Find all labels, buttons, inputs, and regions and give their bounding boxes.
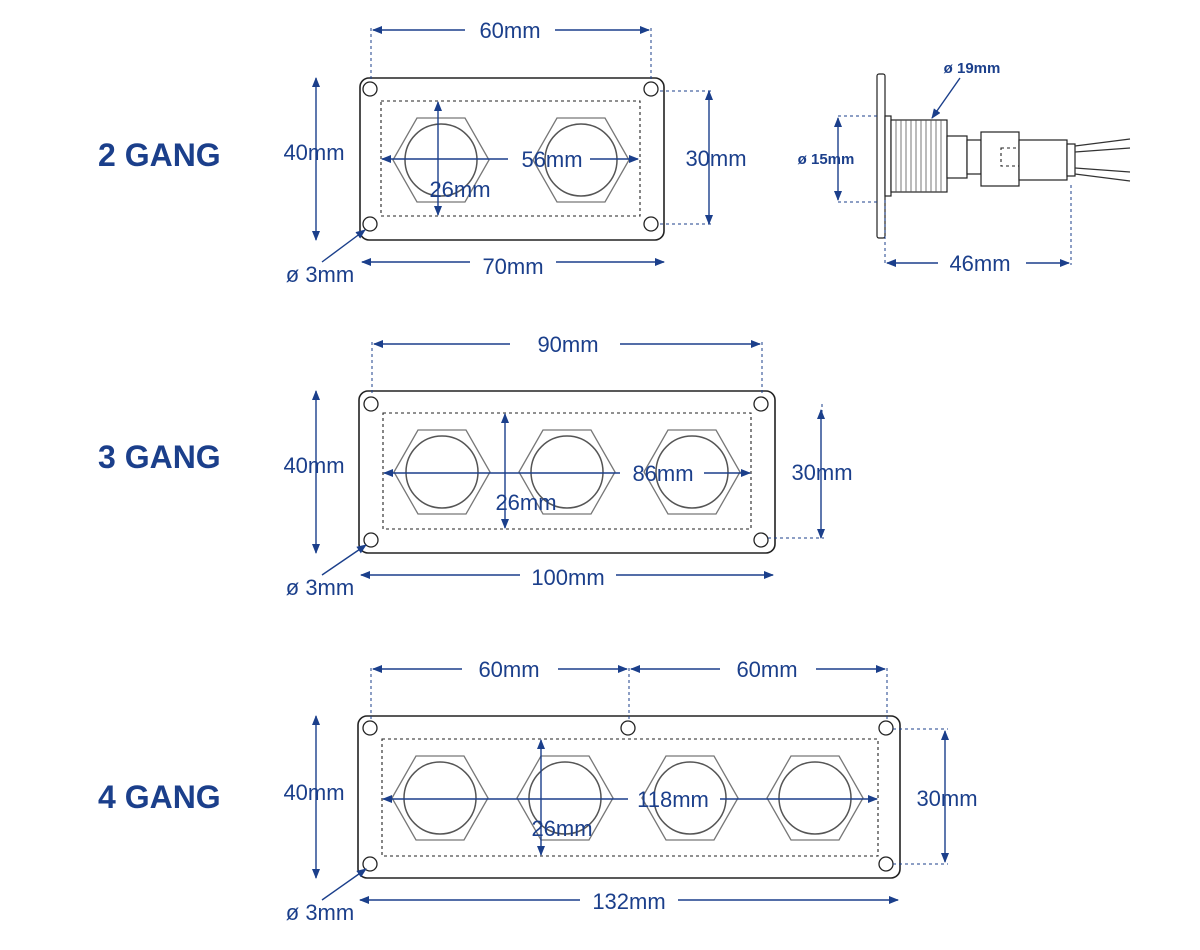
dim-length: 46mm: [949, 251, 1010, 276]
wire-exit: [1066, 143, 1076, 177]
mounting-hole: [363, 532, 379, 548]
dim-inner-span: 118mm: [637, 787, 709, 812]
mounting-hole: [362, 216, 378, 232]
mounting-hole: [643, 216, 659, 232]
mounting-hole: [753, 532, 769, 548]
mounting-hole: [753, 396, 769, 412]
dim-height: 40mm: [283, 453, 344, 478]
plate-outline: [359, 77, 665, 241]
mounting-hole: [362, 720, 378, 736]
gang-4-panel: 4 GANG 60mm 60mm 40mm 30mm 118mm: [98, 657, 978, 925]
dim-nut-size: 26mm: [495, 490, 556, 515]
mounting-hole: [362, 81, 378, 97]
gang-4-title: 4 GANG: [98, 779, 221, 815]
dim-hole-spacing-left: 60mm: [478, 657, 539, 682]
dim-plate-width: 70mm: [482, 254, 543, 279]
dim-height: 40mm: [283, 780, 344, 805]
washer: [884, 115, 892, 197]
dim-inner-span: 56mm: [521, 147, 582, 172]
gang-2-panel: 2 GANG 60mm 40mm 30mm 56mm 26mm 70mm: [98, 18, 747, 287]
dim-hole-diameter: ø 3mm: [286, 262, 354, 287]
mounting-hole: [878, 856, 894, 872]
bezel-flange: [876, 73, 886, 239]
mounting-hole: [620, 720, 636, 736]
plate-outline: [358, 390, 776, 554]
cutout-outline: [382, 412, 752, 530]
switch-4: [766, 755, 864, 841]
dim-plate-width: 132mm: [592, 889, 665, 914]
mounting-hole: [878, 720, 894, 736]
dim-hole-diameter: ø 3mm: [286, 575, 354, 600]
switch-1: [393, 429, 491, 515]
gang-3-panel: 3 GANG 90mm 40mm 30mm 86mm 26mm 10: [98, 332, 853, 600]
switch-1: [391, 755, 489, 841]
wires: [1074, 138, 1131, 182]
gang-3-title: 3 GANG: [98, 439, 221, 475]
dim-inner-height: 30mm: [916, 786, 977, 811]
mounting-hole: [363, 396, 379, 412]
dim-height: 40mm: [283, 140, 344, 165]
dim-hole-spacing: 60mm: [479, 18, 540, 43]
dim-inner-height: 30mm: [685, 146, 746, 171]
dim-plate-width: 100mm: [531, 565, 604, 590]
connector-block: [980, 131, 1020, 187]
mounting-hole: [643, 81, 659, 97]
cutout-outline: [381, 738, 879, 857]
dim-thread-diameter: ø 19mm: [944, 60, 1001, 77]
threaded-body: [890, 119, 948, 193]
rear-housing: [946, 135, 968, 179]
dim-inner-height: 30mm: [791, 460, 852, 485]
rear-collar: [966, 139, 982, 175]
gang-2-title: 2 GANG: [98, 137, 221, 173]
mounting-hole: [362, 856, 378, 872]
dim-inner-span: 86mm: [632, 461, 693, 486]
plate-outline: [357, 715, 901, 879]
dim-nut-size: 26mm: [531, 816, 592, 841]
dim-hole-spacing-right: 60mm: [736, 657, 797, 682]
switch-side-view: ø 19mm ø 15mm 46mm: [798, 60, 1131, 276]
dim-nut-size: 26mm: [429, 177, 490, 202]
dim-body-diameter: ø 15mm: [798, 151, 855, 168]
dim-hole-diameter: ø 3mm: [286, 900, 354, 925]
dim-hole-spacing: 90mm: [537, 332, 598, 357]
wire-boot: [1018, 139, 1068, 181]
